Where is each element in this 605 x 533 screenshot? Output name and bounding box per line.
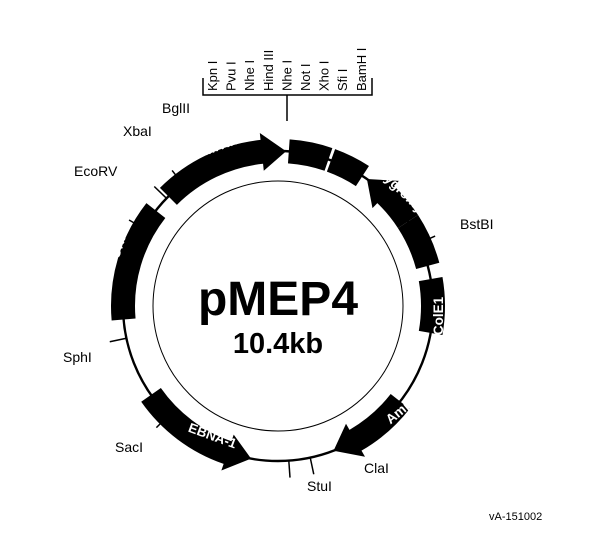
- site-label-bstbi: BstBI: [460, 216, 493, 232]
- tick-saci: [155, 415, 169, 429]
- mcs-bracket: [202, 78, 373, 121]
- feature-label-cole1: ColE1: [431, 296, 446, 335]
- inner-circle: [152, 180, 404, 432]
- tick-bstbi: [419, 235, 436, 244]
- mcs-site-label: Kpn I: [205, 61, 220, 91]
- amp-segment: [333, 394, 410, 457]
- site-label-xbai: XbaI: [123, 123, 152, 139]
- site-label-sphi: SphI: [63, 349, 92, 365]
- mcs-site-label: Nhe I: [279, 60, 294, 91]
- tick-ecorv: [128, 219, 145, 230]
- ebna1-segment: [141, 388, 252, 471]
- cole1-segment: [418, 277, 445, 335]
- tick-xbai: [153, 185, 168, 199]
- mcs-site-label: Hind III: [261, 50, 276, 91]
- orip-segment: [111, 203, 166, 321]
- hygromycin-segment: [366, 179, 419, 229]
- tick-sphi: [109, 337, 127, 343]
- svpa-segment: [287, 139, 333, 171]
- site-label-saci: SacI: [115, 439, 143, 455]
- feature-segments: [111, 132, 445, 471]
- plasmid-name: pMEP4: [198, 273, 358, 326]
- feature-label-svpa: SVpA: [289, 122, 327, 141]
- site-label-stui: StuI: [307, 478, 332, 494]
- mcs-site-label: Not I: [298, 64, 313, 91]
- tick-stui: [288, 460, 291, 478]
- mcs-site-label: BamH I: [354, 48, 369, 91]
- site-label-bglii: BglII: [162, 100, 190, 116]
- catalog-code: vA-151002: [489, 511, 542, 523]
- site-label-clai: ClaI: [364, 460, 389, 476]
- mcs-site-label: Pvu I: [224, 61, 239, 91]
- tick-clai: [309, 457, 315, 475]
- p-hmtiia-segment: [159, 132, 287, 205]
- site-ticks: [109, 170, 436, 478]
- mcs-site-label: Xho I: [317, 61, 332, 91]
- mcs-site-label: Nhe I: [242, 60, 257, 91]
- ptk-segment: [397, 215, 440, 269]
- plasmid-size: 10.4kb: [233, 328, 323, 360]
- mcs-site-label: Sfi I: [335, 69, 350, 91]
- tick-bglii: [171, 170, 184, 185]
- kpa-segment: [326, 149, 369, 187]
- site-label-ecorv: EcoRV: [74, 163, 118, 179]
